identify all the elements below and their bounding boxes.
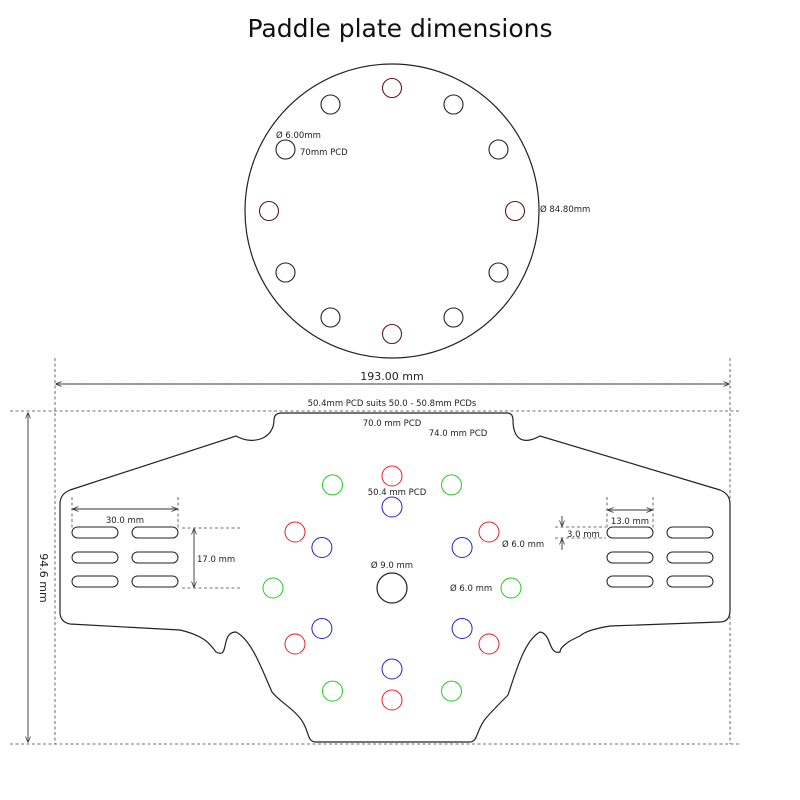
- top-hole-diameter-label: Ø 6.00mm: [276, 130, 321, 141]
- top-round-plate: Ø 6.00mm 70mm PCD Ø 84.80mm: [244, 63, 590, 359]
- top-plate-hole: [381, 77, 403, 99]
- right-slot: [606, 551, 654, 564]
- slot-pitch-label: 17.0 mm: [197, 555, 235, 565]
- slot-width-label: 3.0 mm: [567, 530, 600, 540]
- hole-pcd-70: [381, 689, 403, 711]
- hole-pcd-50-4: [311, 537, 333, 558]
- left-slot: [131, 526, 179, 539]
- hole-pcd-74: [322, 474, 343, 496]
- hole-pcd-74: [441, 474, 462, 496]
- paddle-plate-holes: [262, 465, 522, 711]
- paddle-plate: 193.00 mm 50.4mm PCD suits 50.0 - 50.8mm…: [10, 358, 740, 745]
- right-slot: [606, 526, 654, 539]
- paddle-plate-outline: [59, 412, 731, 743]
- slot-span-label: 30.0 mm: [106, 516, 144, 526]
- hole-pcd-50-4: [311, 618, 333, 639]
- left-slot: [71, 526, 119, 539]
- top-plate-hole: [381, 323, 403, 345]
- left-slot-group: [71, 526, 179, 588]
- hole-6-label-b: Ø 6.0 mm: [450, 583, 492, 594]
- center-hole-label: Ø 9.0 mm: [371, 560, 413, 571]
- hole-pcd-74: [322, 680, 343, 702]
- hole-pcd-70: [381, 465, 403, 487]
- right-slot: [606, 575, 654, 588]
- top-plate-hole: [275, 139, 296, 160]
- pcd-note-label: 50.4mm PCD suits 50.0 - 50.8mm PCDs: [308, 399, 477, 409]
- top-plate-hole: [488, 262, 509, 283]
- top-plate-hole: [320, 94, 341, 115]
- top-plate-hole: [320, 307, 341, 328]
- top-plate-hole: [488, 139, 509, 160]
- page-title: Paddle plate dimensions: [247, 14, 553, 43]
- top-plate-hole: [443, 94, 464, 115]
- top-outer-diameter-label: Ø 84.80mm: [540, 204, 590, 215]
- center-hole: [376, 572, 408, 604]
- hole-pcd-70: [284, 521, 306, 543]
- hole-pcd-50-4: [381, 496, 403, 518]
- top-plate-hole: [443, 307, 464, 328]
- overall-height-label: 94.6 mm: [37, 553, 50, 602]
- hole-pcd-74: [441, 680, 462, 702]
- right-slot: [666, 575, 714, 588]
- left-slot: [71, 575, 119, 588]
- top-pcd-label: 70mm PCD: [300, 148, 348, 158]
- hole-pcd-50-4: [451, 537, 473, 558]
- hole-pcd-70: [284, 633, 306, 655]
- pcd-70-label: 70.0 mm PCD: [363, 419, 422, 429]
- pcd-50-4-label: 50.4 mm PCD: [368, 488, 427, 498]
- slot-length-label: 13.0 mm: [611, 517, 649, 527]
- right-slot-group: [606, 526, 714, 588]
- top-plate-holes: [258, 77, 526, 345]
- pcd-74-label: 74.0 mm PCD: [429, 429, 488, 439]
- hole-pcd-50-4: [381, 658, 403, 680]
- right-slot: [666, 526, 714, 539]
- right-slot: [666, 551, 714, 564]
- hole-6-label-a: Ø 6.0 mm: [502, 539, 544, 550]
- left-slot: [131, 551, 179, 564]
- hole-pcd-70: [478, 633, 500, 655]
- hole-pcd-74: [262, 577, 284, 599]
- overall-width-label: 193.00 mm: [360, 370, 423, 383]
- hole-pcd-50-4: [451, 618, 473, 639]
- left-slot: [131, 575, 179, 588]
- top-plate-outline: [244, 63, 540, 359]
- left-slot: [71, 551, 119, 564]
- top-plate-hole: [504, 200, 526, 222]
- top-plate-hole: [275, 262, 296, 283]
- top-plate-hole: [258, 200, 280, 222]
- hole-pcd-74: [500, 577, 522, 599]
- hole-pcd-70: [478, 521, 500, 543]
